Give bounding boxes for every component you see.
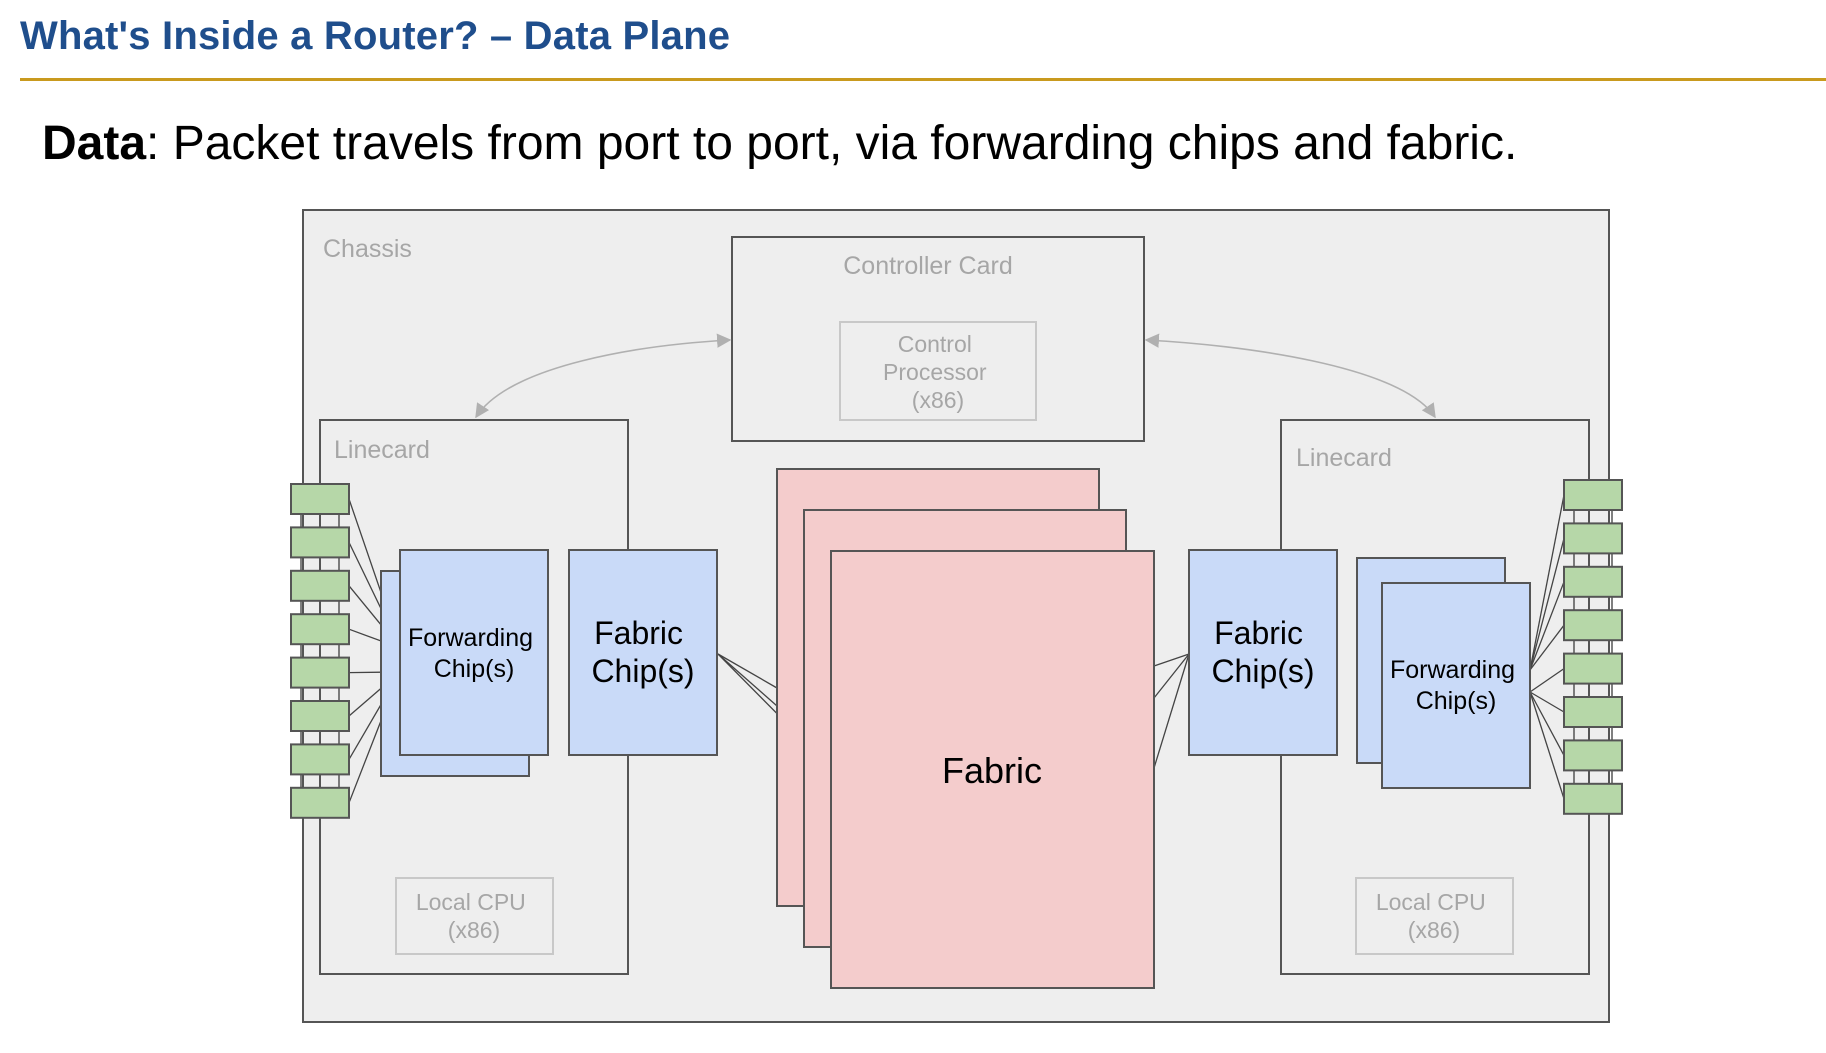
left-local-cpu-box (395, 877, 554, 955)
left-port (290, 613, 350, 646)
left-ports (290, 483, 350, 819)
left-forwarding-chip-label: Forwarding Chip(s) (408, 624, 540, 683)
right-port-wire (1529, 668, 1565, 693)
right-port-wire (1529, 624, 1565, 671)
subtitle-text: : Packet travels from port to port, via … (146, 117, 1518, 170)
control-processor-line-1: Control (898, 331, 972, 357)
right-local-cpu-line-2: (x86) (1408, 917, 1460, 943)
left-forwarding-line-2: Chip(s) (434, 655, 515, 683)
right-fabric-chip-line-1: Fabric (1214, 615, 1303, 651)
left-port (290, 786, 350, 819)
control-processor-line-2: Processor (883, 359, 987, 385)
right-local-cpu-label: Local CPU (x86) (1376, 889, 1492, 943)
right-port-wire (1529, 691, 1565, 756)
left-port (290, 569, 350, 602)
right-port-wire (1529, 494, 1565, 671)
right-port (1563, 479, 1623, 511)
left-port (290, 483, 350, 515)
right-port-wire (1529, 538, 1565, 671)
left-port (290, 656, 350, 689)
right-local-cpu-box (1355, 877, 1514, 955)
slide-subtitle: Data: Packet travels from port to port, … (42, 116, 1517, 171)
control-processor-label: Control Processor (x86) (883, 331, 993, 413)
right-fabric-chip-line-2: Chip(s) (1211, 653, 1314, 689)
controller-card-label: Controller Card (843, 252, 1013, 280)
slide-title: What's Inside a Router? – Data Plane (20, 14, 731, 58)
left-forwarding-line-1: Forwarding (408, 624, 533, 652)
right-port (1563, 609, 1623, 642)
right-port (1563, 739, 1623, 772)
left-port (290, 743, 350, 776)
right-ports (1563, 479, 1623, 815)
right-port (1563, 652, 1623, 685)
right-forwarding-line-1: Forwarding (1390, 656, 1515, 684)
left-local-cpu-line-2: (x86) (448, 917, 500, 943)
control-processor-line-3: (x86) (912, 387, 964, 413)
left-local-cpu-label: Local CPU (x86) (416, 889, 532, 943)
right-port (1563, 696, 1623, 728)
right-port-wire (1529, 581, 1565, 671)
left-fabric-chip-line-1: Fabric (594, 615, 683, 651)
left-linecard-label: Linecard (334, 436, 430, 464)
subtitle-bold: Data (42, 117, 147, 170)
right-port (1563, 782, 1623, 815)
right-fabric-chip-label: Fabric Chip(s) (1211, 615, 1314, 689)
title-divider (20, 78, 1826, 81)
left-fabric-chip: Fabric Chip(s) (568, 549, 718, 756)
control-arrow-right (1144, 333, 1436, 419)
right-linecard-label: Linecard (1296, 444, 1392, 472)
right-port-wire (1529, 691, 1565, 713)
fabric-stack: Fabric (776, 468, 1155, 989)
right-local-cpu-line-1: Local CPU (1376, 889, 1486, 915)
right-port-wire (1529, 691, 1565, 799)
left-local-cpu-line-1: Local CPU (416, 889, 526, 915)
right-forwarding-chip-label: Forwarding Chip(s) (1390, 656, 1522, 715)
right-forwarding-chips: Forwarding Chip(s) (1356, 557, 1531, 789)
right-forwarding-line-2: Chip(s) (1416, 687, 1497, 715)
left-port (290, 700, 350, 732)
right-port-wires (1529, 494, 1565, 799)
control-processor-box (839, 321, 1037, 421)
right-port (1563, 565, 1623, 598)
right-fabric-chip: Fabric Chip(s) (1188, 549, 1338, 756)
right-port (1563, 522, 1623, 555)
left-fabric-chip-line-2: Chip(s) (591, 653, 694, 689)
chassis-label: Chassis (323, 235, 412, 263)
left-port (290, 526, 350, 559)
controller-card: Controller Card Control Processor (x86) (731, 236, 1145, 442)
left-fabric-chip-label: Fabric Chip(s) (591, 615, 694, 689)
left-forwarding-chips: Forwarding Chip(s) (380, 549, 549, 777)
fabric-label: Fabric (942, 750, 1042, 791)
control-arrow-left (475, 333, 732, 419)
